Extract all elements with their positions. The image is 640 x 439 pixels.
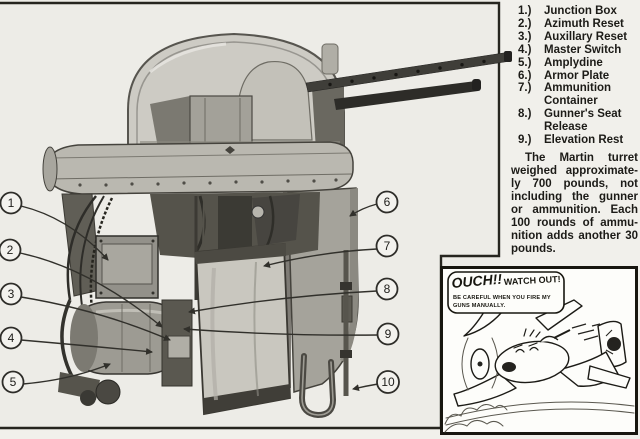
list-item: 1.) Junction Box [518, 5, 640, 18]
svg-text:3: 3 [8, 287, 15, 301]
speech-bubble: OUCH!! WATCH OUT! BE CAREFUL WHEN YOU FI… [447, 271, 565, 337]
gunfire-streaks [571, 323, 601, 341]
dome-dark-panel [150, 96, 190, 148]
list-item: 9.) Elevation Rest [518, 134, 640, 147]
dome-cylinder [321, 43, 339, 75]
svg-text:2: 2 [7, 243, 14, 257]
callout-leader-lines [19, 203, 379, 392]
svg-text:6: 6 [384, 195, 391, 209]
impact-burst [605, 329, 617, 355]
photo-frame-border [0, 1, 501, 430]
paragraph-line: ly 700 pounds, not [511, 178, 638, 190]
item-number: 6.) [518, 69, 532, 82]
callout-5: 5 [1, 370, 25, 394]
item-number: 2.) [518, 17, 532, 30]
item-label: Armor Plate [544, 69, 610, 82]
turret-photo-figure: 1 2 3 4 5 6 7 8 9 10 [0, 0, 512, 430]
svg-text:1: 1 [8, 196, 15, 210]
paragraph-line: weighed approximate- [511, 165, 638, 177]
paragraph-line: or ammunition. Each [511, 204, 638, 216]
item-number: 9.) [518, 134, 532, 147]
list-item: 8.) Gunner's Seat Release [518, 108, 640, 134]
item-label: Auxillary Reset [544, 30, 628, 43]
bubble-caption-line2: GUNS MANUALLY. [453, 303, 506, 309]
turret-dome [127, 32, 345, 153]
item-label: Ammunition Container [544, 82, 612, 108]
list-item: 3.) Auxillary Reset [518, 31, 640, 44]
item-number: 8.) [518, 108, 532, 121]
gun-sight-unit [189, 95, 253, 145]
bubble-exclaim: OUCH!! [451, 271, 503, 291]
parts-list: 1.) Junction Box 2.) Azimuth Reset 3.) A… [518, 5, 640, 147]
bubble-caption-line1: BE CAREFUL WHEN YOU FIRE MY [453, 295, 551, 301]
item-label: Master Switch [544, 43, 622, 56]
callout-10: 10 [376, 370, 400, 394]
callout-8: 8 [375, 277, 399, 301]
item-number: 3.) [518, 30, 532, 43]
cartoon-plane [453, 299, 631, 407]
svg-text:4: 4 [8, 331, 15, 345]
callout-7: 7 [375, 234, 399, 258]
gun-barrels [305, 51, 512, 110]
elevation-rest-part [298, 250, 352, 419]
ammunition-container-part [194, 243, 291, 416]
description-paragraph: The Martin turret weighed approximate- l… [511, 152, 638, 256]
callout-1: 1 [0, 191, 23, 215]
svg-text:8: 8 [384, 282, 391, 296]
list-item: 6.) Armor Plate [518, 70, 640, 83]
seat-frame-part [161, 299, 193, 387]
list-item: 7.) Ammunition Container [518, 82, 640, 108]
list-item: 2.) Azimuth Reset [518, 18, 640, 31]
item-number: 5.) [518, 56, 532, 69]
list-item: 4.) Master Switch [518, 44, 640, 57]
callout-9: 9 [376, 322, 400, 346]
paragraph-line: pounds. [511, 243, 556, 255]
bubble-shout: WATCH OUT! [504, 274, 561, 287]
svg-text:9: 9 [385, 327, 392, 341]
callout-2: 2 [0, 238, 22, 262]
junction-box-part [95, 235, 159, 299]
list-item: 5.) Amplydine [518, 57, 640, 70]
svg-text:5: 5 [10, 375, 17, 389]
tail-roundel [607, 337, 621, 351]
cartoon-clouds [444, 404, 508, 433]
paragraph-line: 100 rounds of ammu- [511, 217, 638, 229]
item-number: 7.) [518, 82, 532, 95]
dome-gun-body [312, 84, 344, 150]
cartoon-panel: OUCH!! WATCH OUT! BE CAREFUL WHEN YOU FI… [440, 266, 638, 435]
item-label: Elevation Rest [544, 134, 624, 147]
svg-text:7: 7 [384, 239, 391, 253]
item-number: 4.) [518, 43, 532, 56]
callout-3: 3 [0, 282, 23, 306]
item-label: Azimuth Reset [544, 17, 624, 30]
turret-ring [42, 141, 354, 195]
item-label: Amplydine [544, 56, 603, 69]
plane-face [502, 328, 541, 372]
paragraph-line: The Martin turret [525, 152, 638, 164]
paragraph-line: including the gunner [511, 191, 638, 203]
callout-6: 6 [375, 190, 399, 214]
item-number: 1.) [518, 5, 532, 17]
svg-text:10: 10 [381, 375, 395, 389]
paragraph-line: nition adds another 30 [511, 230, 638, 242]
callout-4: 4 [0, 326, 23, 350]
item-label: Junction Box [544, 5, 617, 17]
item-label: Gunner's Seat Release [544, 108, 622, 134]
cartoon-horizon [445, 401, 635, 426]
